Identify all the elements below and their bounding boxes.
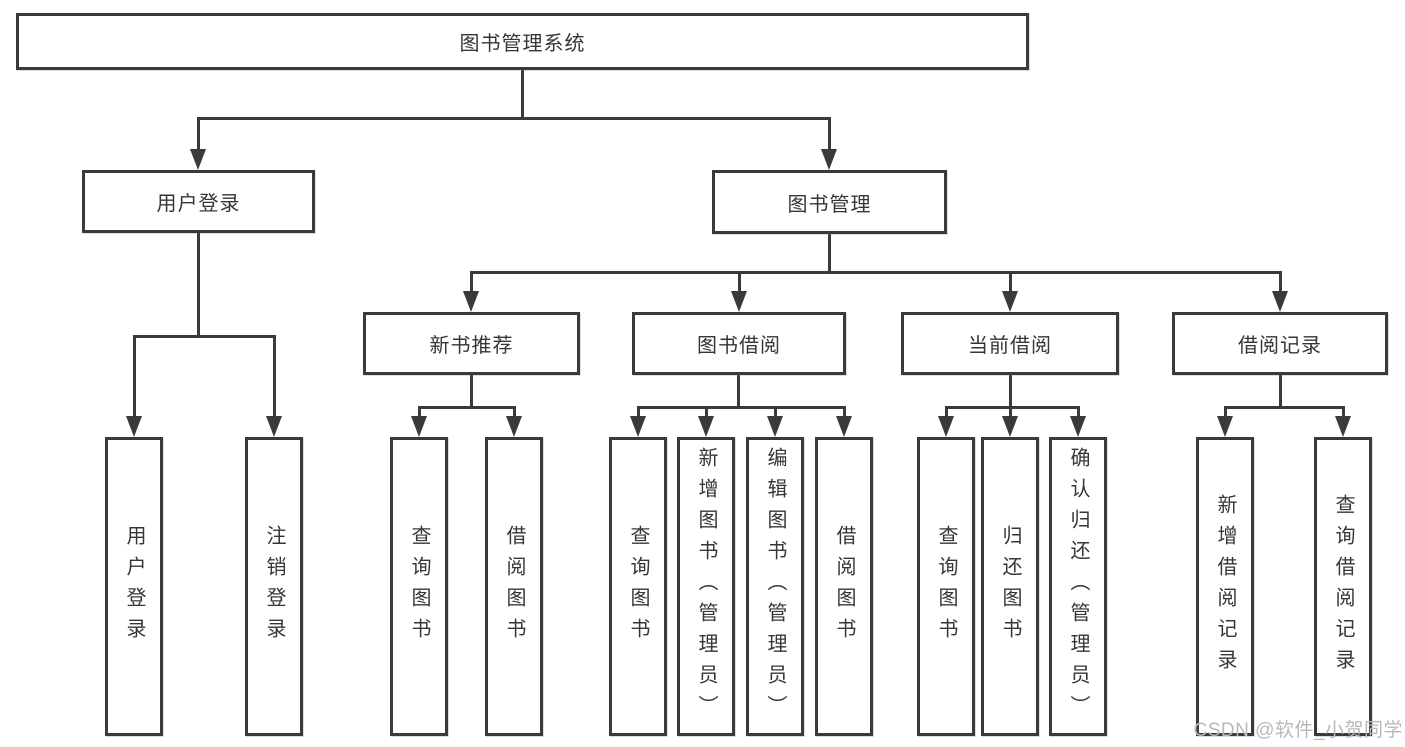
leaf-newbook-query-books-label: 查询图书 [408,524,430,649]
node-new-book-recommend-label: 新书推荐 [429,335,514,357]
arrow-down-icon [463,291,479,312]
connector-line [1278,271,1282,294]
arrow-down-icon [836,416,852,437]
connector-line [736,375,740,409]
connector-line [132,335,276,338]
arrow-down-icon [767,416,783,437]
arrow-down-icon [266,416,282,437]
leaf-newbook-query-books: 查询图书 [390,437,448,736]
leaf-borrow-borrow-books-label: 借阅图书 [833,524,855,649]
arrow-down-icon [506,416,522,437]
arrow-down-icon [1217,416,1233,437]
leaf-newbook-borrow-books-label: 借阅图书 [503,524,525,649]
connector-line [196,233,200,338]
connector-line [469,271,473,294]
leaf-borrow-query-books-label: 查询图书 [627,524,649,649]
connector-line [1223,406,1345,409]
node-user-login: 用户登录 [82,170,315,233]
connector-line [1076,406,1080,419]
leaf-borrow-borrow-books: 借阅图书 [815,437,873,736]
arrow-down-icon [1272,291,1288,312]
arrow-down-icon [821,149,837,170]
arrow-down-icon [190,149,206,170]
connector-line [1008,271,1012,294]
leaf-user-login-label: 用户登录 [123,524,145,649]
connector-line [827,234,831,274]
leaf-confirm-return-admin: 确认归还（管理员） [1049,437,1107,736]
leaf-return-books-label: 归还图书 [999,524,1021,649]
connector-line [1008,406,1012,419]
leaf-query-borrow-record-label: 查询借阅记录 [1332,493,1354,680]
arrow-down-icon [126,416,142,437]
leaf-add-books-admin: 新增图书（管理员） [677,437,735,736]
node-new-book-recommend: 新书推荐 [363,312,580,375]
connector-line [1223,406,1227,419]
connector-line [636,406,846,409]
connector-line [773,406,777,419]
leaf-logout: 注销登录 [245,437,303,736]
connector-line [1341,406,1345,419]
node-book-management: 图书管理 [712,170,947,234]
leaf-newbook-borrow-books: 借阅图书 [485,437,543,736]
connector-line [512,406,516,419]
leaf-current-query-books-label: 查询图书 [935,524,957,649]
connector-line [196,117,200,152]
connector-line [1008,375,1012,409]
leaf-edit-books-admin-label: 编辑图书（管理员） [764,447,786,726]
connector-line [469,375,473,409]
node-book-management-label: 图书管理 [787,193,872,216]
connector-line [520,70,524,120]
arrow-down-icon [1002,416,1018,437]
node-borrowing-records: 借阅记录 [1172,312,1388,375]
connector-line [132,335,136,419]
node-current-borrowing: 当前借阅 [901,312,1119,375]
arrow-down-icon [411,416,427,437]
leaf-edit-books-admin: 编辑图书（管理员） [746,437,804,736]
node-book-borrowing-label: 图书借阅 [697,335,781,357]
node-current-borrowing-label: 当前借阅 [968,335,1052,357]
connector-line [196,117,831,120]
connector-line [469,271,1282,274]
connector-line [272,335,276,419]
arrow-down-icon [938,416,954,437]
connector-line [842,406,846,419]
leaf-current-query-books: 查询图书 [917,437,975,736]
arrow-down-icon [731,291,747,312]
leaf-add-borrow-record: 新增借阅记录 [1196,437,1254,736]
connector-line [417,406,516,409]
arrow-down-icon [1335,416,1351,437]
connector-line [944,406,1080,409]
node-root-library-system: 图书管理系统 [16,13,1029,70]
leaf-add-borrow-record-label: 新增借阅记录 [1214,493,1236,680]
leaf-user-login: 用户登录 [105,437,163,736]
leaf-query-borrow-record: 查询借阅记录 [1314,437,1372,736]
connector-line [636,406,640,419]
leaf-confirm-return-admin-label: 确认归还（管理员） [1067,447,1089,726]
connector-line [417,406,421,419]
leaf-return-books: 归还图书 [981,437,1039,736]
arrow-down-icon [1002,291,1018,312]
connector-line [944,406,948,419]
node-user-login-label: 用户登录 [156,193,241,215]
node-book-borrowing: 图书借阅 [632,312,846,375]
connector-line [1278,375,1282,409]
arrow-down-icon [630,416,646,437]
connector-line [737,271,741,294]
connector-line [827,117,831,152]
arrow-down-icon [698,416,714,437]
csdn-watermark: CSDN @软件_小贺同学 [1193,720,1403,741]
leaf-logout-label: 注销登录 [263,524,285,649]
node-root-label: 图书管理系统 [459,33,586,55]
arrow-down-icon [1070,416,1086,437]
leaf-borrow-query-books: 查询图书 [609,437,667,736]
leaf-add-books-admin-label: 新增图书（管理员） [695,447,717,726]
node-borrowing-records-label: 借阅记录 [1238,335,1322,357]
connector-line [704,406,708,419]
